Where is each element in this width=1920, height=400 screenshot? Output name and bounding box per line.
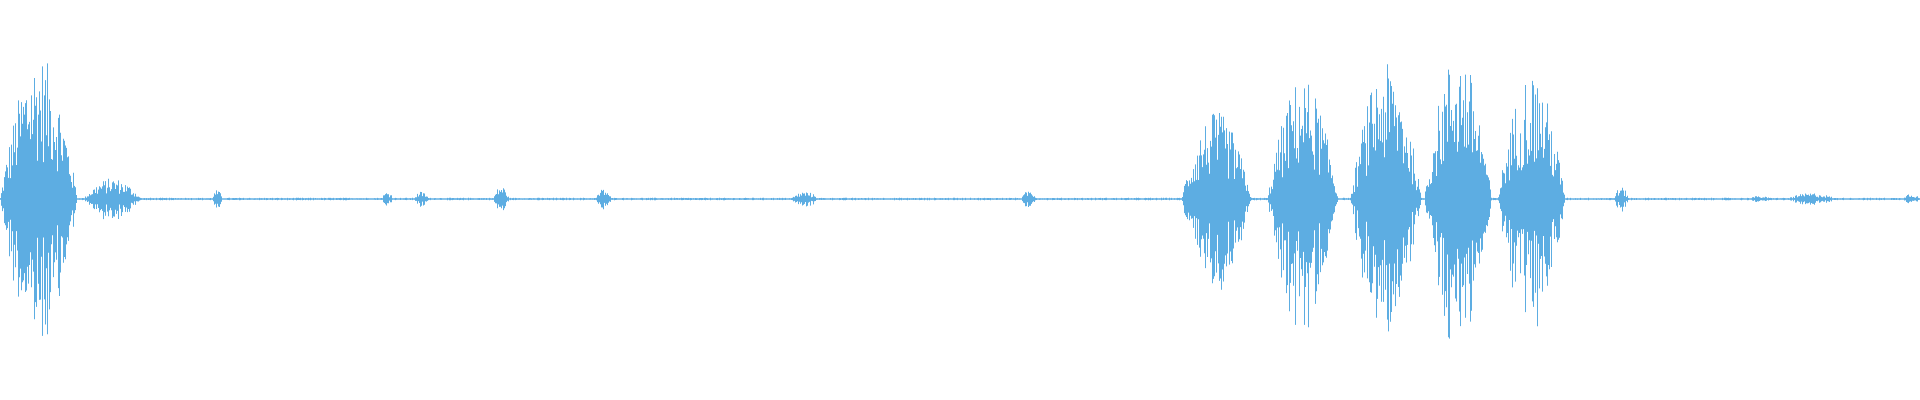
waveform-path	[0, 63, 1920, 339]
waveform-samples	[0, 63, 1920, 339]
